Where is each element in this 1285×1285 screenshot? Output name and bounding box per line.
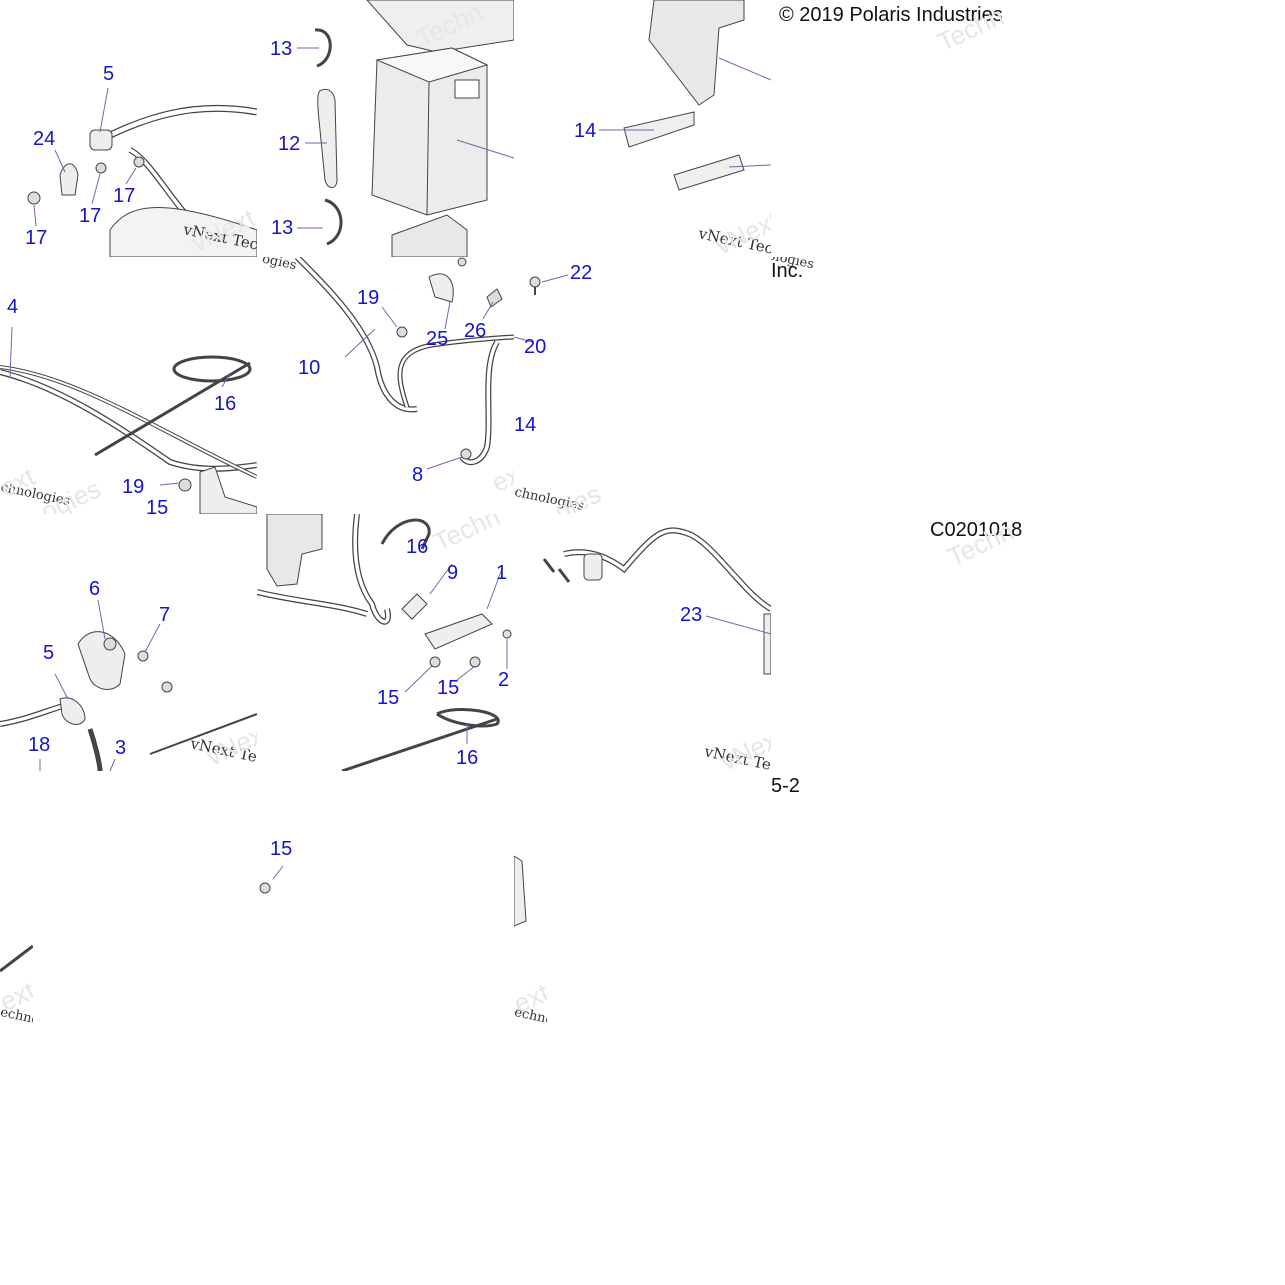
tile-r3-b: 16 9 1 15 15 2 16 Techn — [257, 514, 514, 771]
tile-r4-b: 15 — [257, 771, 297, 901]
callout-10: 10 — [298, 357, 321, 379]
bracket-drawing — [599, 0, 771, 191]
copyright-text: © 2019 Polaris Industries — [779, 4, 1003, 26]
callout-1: 1 — [496, 562, 508, 584]
bolt-drawing — [514, 274, 569, 343]
tile-r1-b: 13 12 13 Techn — [257, 0, 514, 257]
callout-15a: 15 — [377, 687, 400, 709]
callout-5: 5 — [103, 63, 115, 85]
callout-26: 26 — [464, 320, 487, 342]
solenoid-drawing — [0, 599, 257, 771]
callout-13a: 13 — [270, 38, 293, 60]
callout-8: 8 — [412, 464, 424, 486]
callout-18: 18 — [28, 734, 51, 756]
callout-15: 15 — [146, 497, 169, 514]
rod-fragment — [0, 944, 33, 973]
callout-14: 14 — [574, 120, 597, 142]
callout-16b: 16 — [456, 747, 479, 769]
harness-drawing — [0, 326, 257, 514]
callout-17c: 17 — [25, 227, 48, 249]
callout-5: 5 — [43, 642, 55, 664]
callout-4: 4 — [7, 296, 19, 318]
callout-14: 14 — [514, 414, 537, 436]
callout-15c: 15 — [270, 838, 293, 860]
callout-13b: 13 — [271, 217, 294, 239]
tile-r1-d: © 2019 Polaris Industries Techn — [771, 0, 1028, 257]
tile-r1-c: 14 vNext Tec vNext — [514, 0, 771, 257]
tile-r1-a: 5 24 17 17 17 vNext Tec vNext — [0, 0, 257, 257]
callout-9: 9 — [447, 562, 459, 584]
terminal-block-drawing — [257, 514, 512, 771]
code-tail: 5-2 — [771, 775, 800, 797]
tile-r1-d-continuation: Inc. hnologies — [771, 257, 851, 287]
callout-22: 22 — [570, 262, 593, 284]
tile-r3-a: 6 7 5 18 3 vNext Tec vNext — [0, 514, 257, 771]
connector-fragment — [514, 855, 527, 927]
tile-r4-a: echno ext — [0, 771, 33, 1028]
battery-drawing — [297, 0, 514, 257]
cable-drawing — [294, 257, 514, 470]
callout-20: 20 — [524, 336, 547, 358]
callout-12: 12 — [278, 133, 301, 155]
diagram-code: C0201018 — [930, 519, 1023, 541]
tile-r2-b: 19 10 25 26 8 ogies ext — [257, 257, 514, 514]
callout-16: 16 — [214, 393, 237, 415]
callout-17b: 17 — [113, 185, 136, 207]
copyright-tail: Inc. — [771, 260, 804, 282]
callout-2: 2 — [498, 669, 510, 691]
battery-cable-drawing — [27, 87, 257, 257]
callout-19: 19 — [122, 476, 145, 498]
tile-r3-c: 23 vNext Tec vNext — [514, 514, 771, 771]
bolt-fragment — [259, 865, 284, 894]
callout-25: 25 — [426, 328, 449, 350]
callout-19: 19 — [357, 287, 380, 309]
callout-17a: 17 — [79, 205, 102, 227]
callout-23: 23 — [680, 604, 703, 626]
tile-r2-a: 4 21 16 19 15 chnologies ext ogies — [0, 257, 257, 514]
callout-7: 7 — [159, 604, 171, 626]
lead-harness-drawing — [542, 527, 771, 675]
callout-24: 24 — [33, 128, 56, 150]
callout-16: 16 — [406, 536, 429, 558]
tile-r3-d: C0201018 Techn — [771, 514, 1028, 574]
callout-3: 3 — [115, 737, 127, 759]
callout-6: 6 — [89, 578, 101, 600]
tile-r3-d-continuation: 5-2 — [771, 771, 831, 801]
tile-r2-c: 22 20 14 chnologies gies — [514, 257, 771, 514]
callout-15b: 15 — [437, 677, 460, 699]
tile-r4-c: echno ext — [514, 771, 547, 1028]
